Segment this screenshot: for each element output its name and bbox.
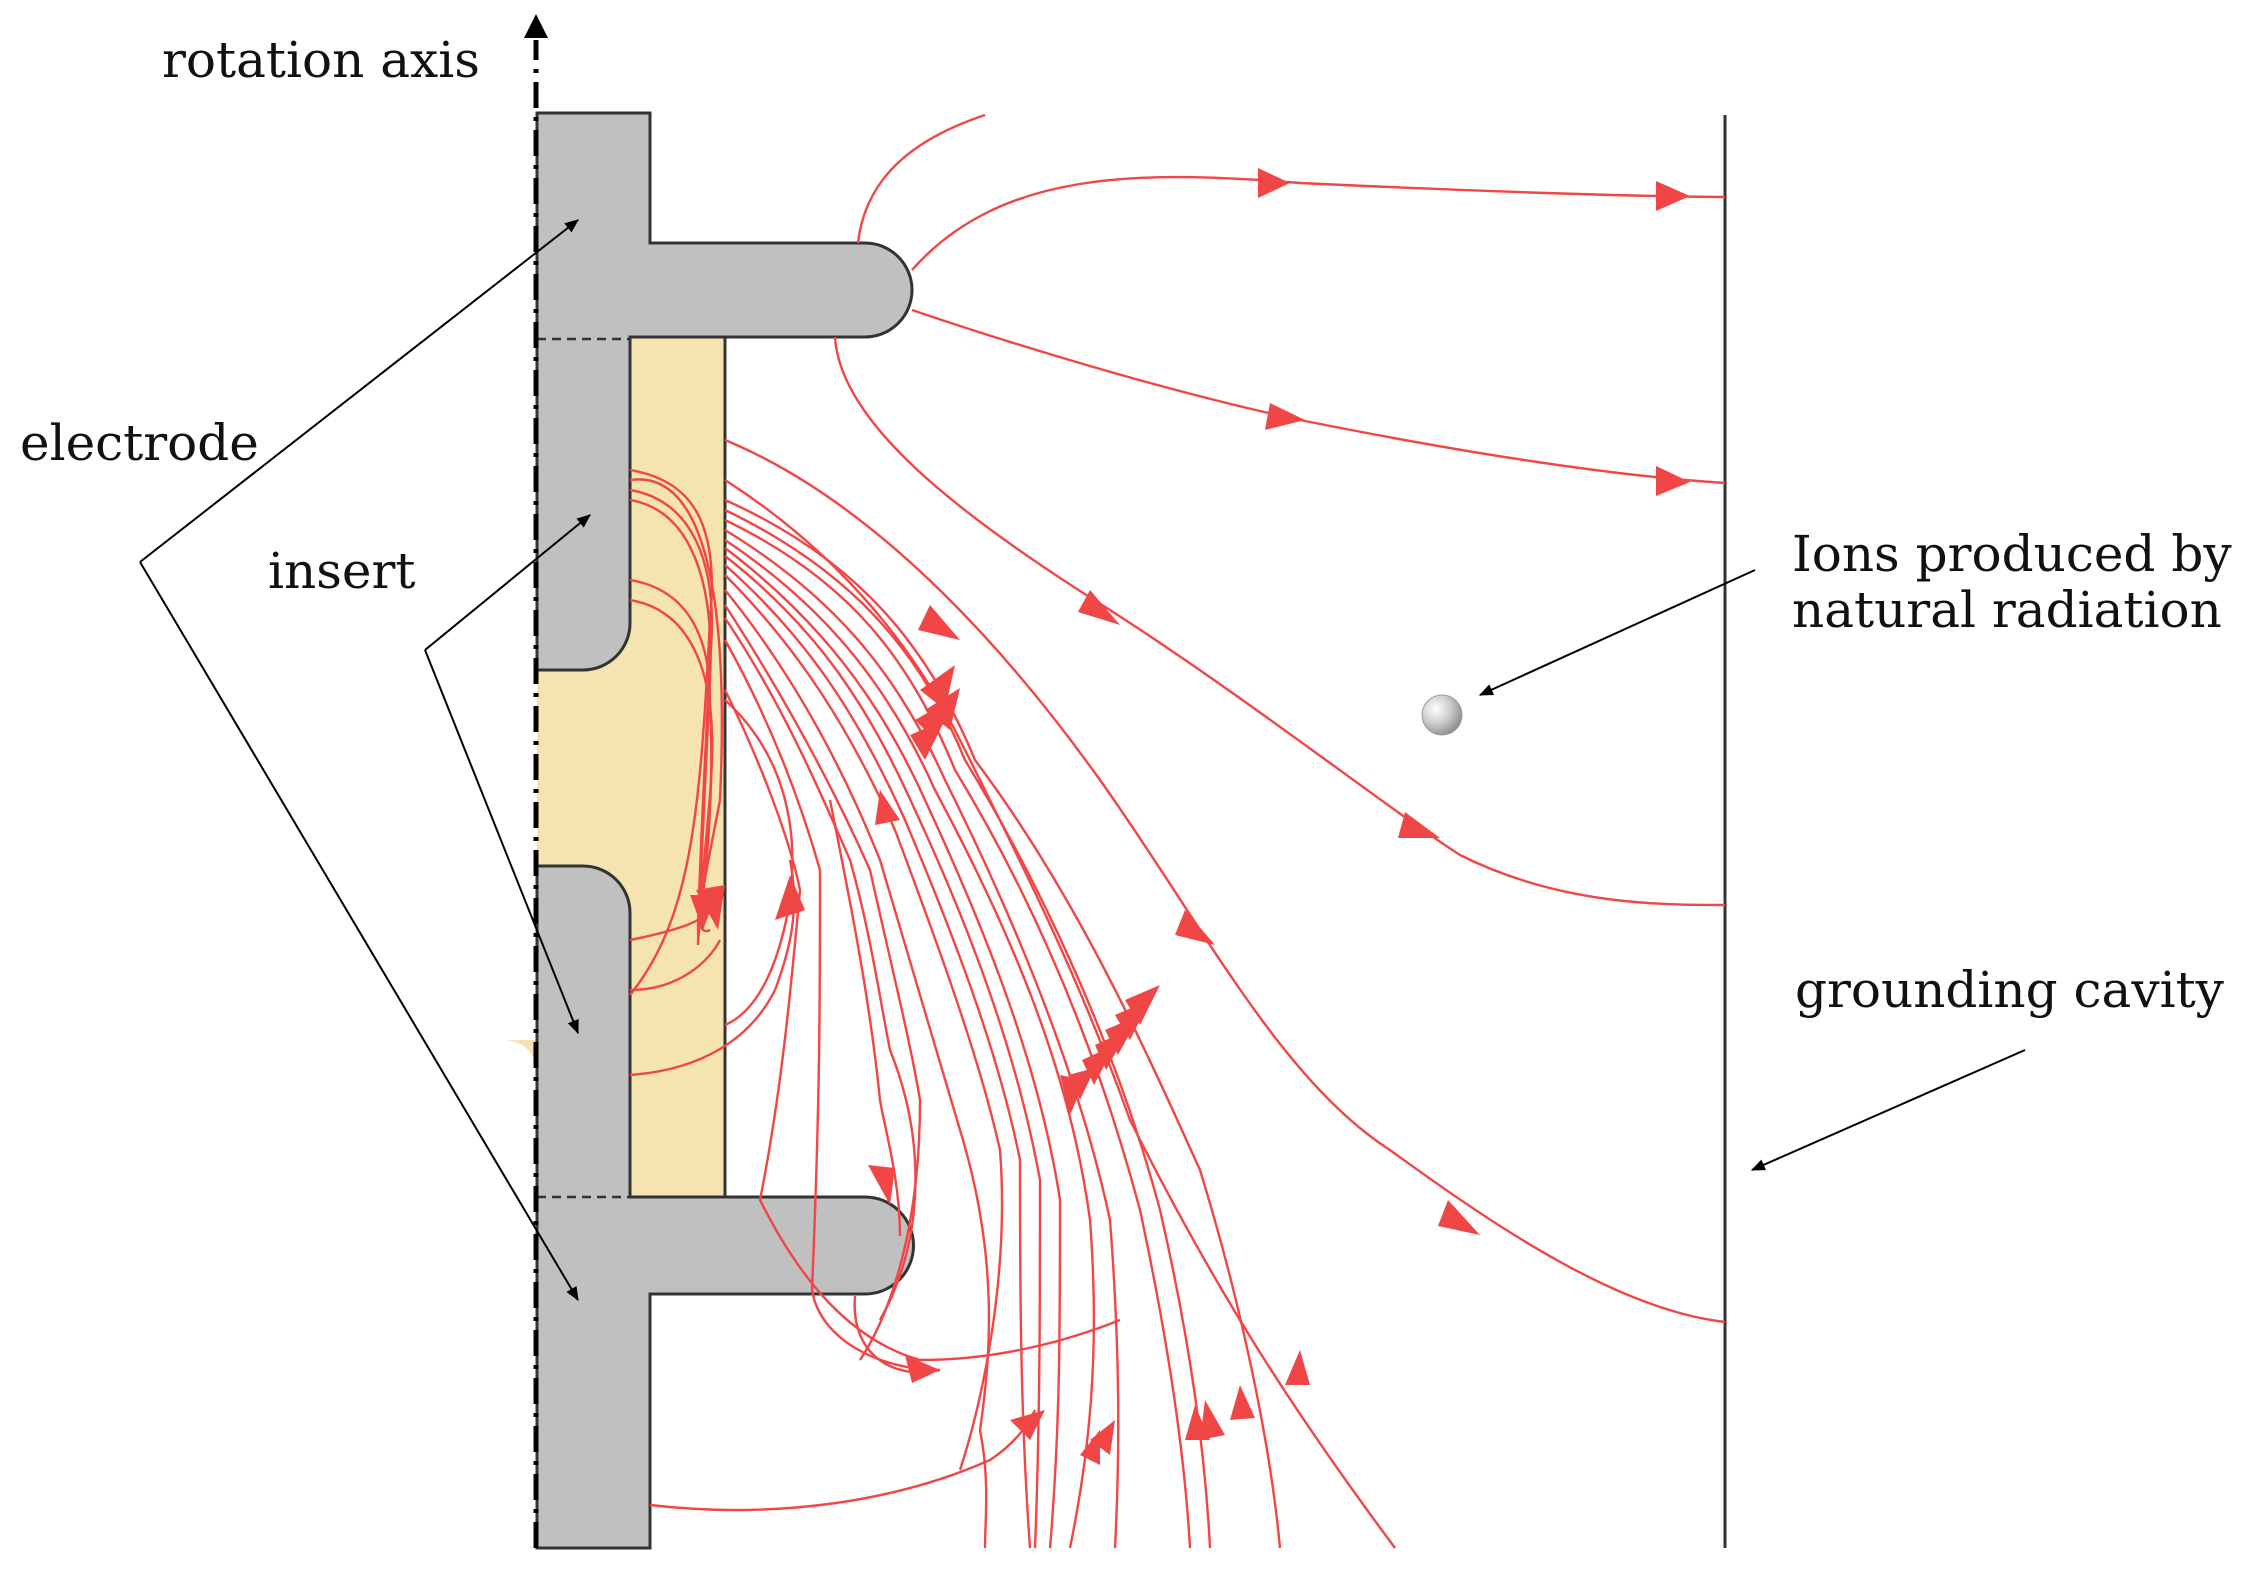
field-line [833,336,1726,907]
field-line [724,528,1120,1549]
arrowhead [1656,466,1690,496]
arrowhead [1010,1410,1045,1440]
field-line [911,175,1726,271]
field-line [724,555,1042,1549]
field-line [724,574,1004,1471]
field-line [629,598,714,946]
arrowhead [1080,1430,1100,1465]
arrowhead [920,665,955,710]
field-lines [629,113,1726,1549]
arrowhead [875,790,900,825]
field-line [724,518,1192,1549]
field-line [629,939,722,992]
arrowhead [1265,403,1305,430]
insert-label: insert [268,542,416,600]
field-line [724,498,1282,1549]
field-line [828,799,902,1237]
arrowhead [696,885,725,930]
grounding-cavity-label: grounding cavity [1795,961,2224,1019]
insert-outline [630,335,727,1199]
arrowhead [910,720,945,760]
arrowhead [918,605,960,640]
leader-ions [1478,569,1756,696]
leader-insert [424,649,579,1035]
field-line [911,308,1726,485]
insert-middle [537,670,637,870]
arrowhead [868,1165,895,1205]
arrowhead [1078,590,1120,625]
electrode-label: electrode [20,414,259,472]
arrowhead [775,875,805,920]
arrowhead [1068,1068,1095,1100]
field-arrowheads [690,168,1690,1465]
ions-label: Ions produced by natural radiation [1792,525,2232,639]
field-line [724,617,917,1321]
arrowhead [1090,1420,1115,1455]
field-line [724,508,1212,1549]
field-line [724,589,991,1549]
arrowhead [905,1355,940,1383]
arrowhead [1175,910,1215,945]
field-line [724,547,1062,1549]
arrowhead [1285,1350,1310,1385]
electrode-lower [535,864,915,1550]
electrode-upper [535,111,914,672]
arrowhead [1200,1400,1225,1440]
field-line [723,639,941,1372]
leader-electrode [139,219,579,563]
sphere-icon [1421,694,1463,736]
field-line [723,604,922,1361]
leader-lines [139,219,2026,1302]
leader-grounding-cavity [1750,1049,2026,1171]
field-line [856,113,986,244]
rotation-axis-label: rotation axis [162,31,480,89]
field-line [649,1409,1037,1512]
arrowhead [1258,168,1290,198]
arrowhead [1438,1200,1480,1235]
arrowhead [1230,1385,1255,1420]
field-line [724,438,1726,1324]
field-line [724,699,794,1027]
field-line [724,564,1032,1549]
leader-electrode [139,561,579,1302]
leader-insert [424,514,591,651]
arrowhead [915,700,950,740]
arrowhead [1656,181,1690,211]
field-line [724,478,1396,1549]
field-line [724,539,1096,1549]
arrowhead [1398,812,1440,838]
arrow-up-icon [524,14,548,38]
field-line [723,689,1121,1362]
